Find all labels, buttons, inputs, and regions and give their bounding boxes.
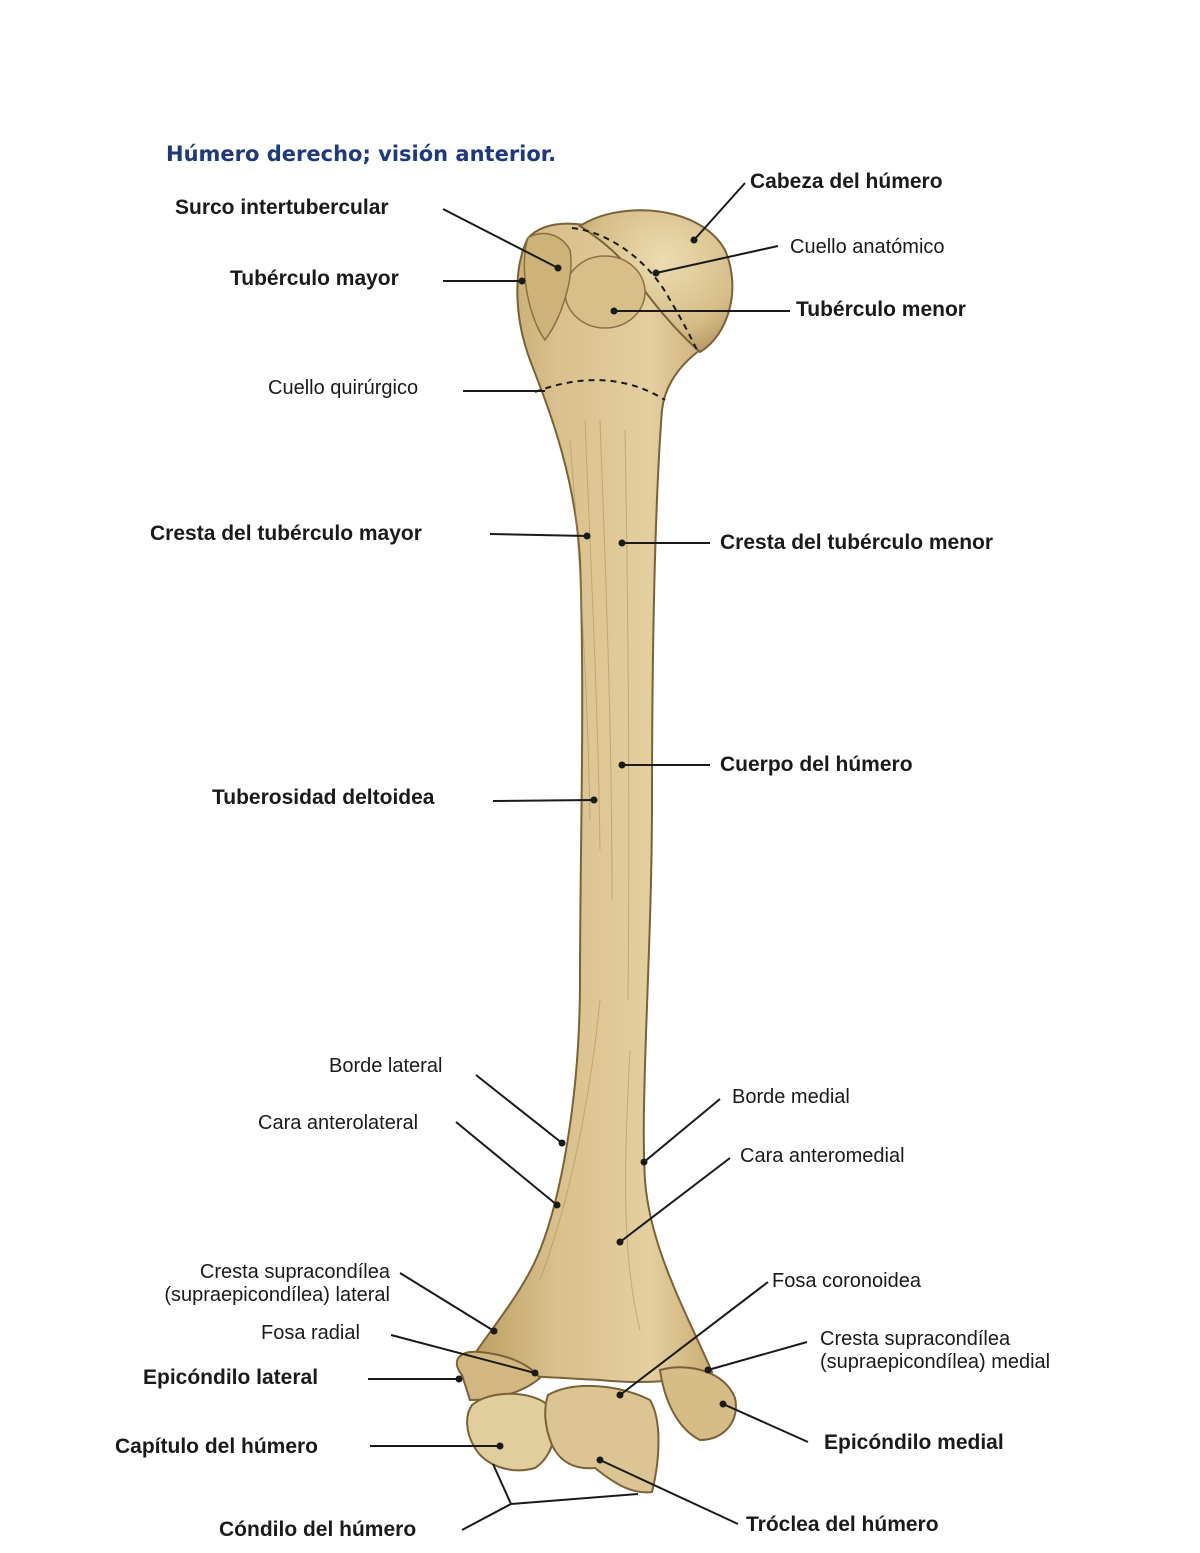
label-cresta-tuberculo-menor: Cresta del tubérculo menor — [720, 531, 994, 554]
label-cresta-supracondilea-medial: Cresta supracondílea (supraepicondílea) … — [820, 1328, 1050, 1374]
label-cresta-supracondilea-medial-line1: Cresta supracondílea — [820, 1328, 1011, 1350]
leader-lines — [368, 182, 809, 1531]
label-fosa-coronoidea: Fosa coronoidea — [772, 1270, 921, 1292]
diagram-title: Húmero derecho; visión anterior. — [166, 142, 557, 166]
greater-tubercle-shape — [523, 232, 572, 342]
label-cuello-anatomico: Cuello anatómico — [790, 236, 945, 258]
label-cresta-supracondilea-lateral-line1: Cresta supracondílea — [199, 1261, 390, 1283]
label-borde-lateral: Borde lateral — [329, 1055, 443, 1077]
label-capitulo-humero: Capítulo del húmero — [115, 1435, 319, 1458]
label-cresta-supracondilea-lateral-line2: (supraepicondílea) lateral — [164, 1284, 390, 1306]
label-troclea-humero: Tróclea del húmero — [746, 1513, 939, 1536]
label-tuberculo-menor: Tubérculo menor — [796, 298, 966, 321]
label-cuello-quirurgico: Cuello quirúrgico — [268, 377, 419, 399]
label-cara-anteromedial: Cara anteromedial — [740, 1145, 905, 1167]
trochlea-shape — [544, 1385, 660, 1494]
label-tuberculo-mayor: Tubérculo mayor — [230, 267, 399, 290]
shaft-texture — [539, 419, 641, 1331]
label-borde-medial: Borde medial — [732, 1086, 850, 1108]
medial-epicondyle-shape — [658, 1366, 737, 1442]
label-cresta-supracondilea-medial-line2: (supraepicondílea) medial — [820, 1351, 1051, 1373]
label-surco-intertubercular: Surco intertubercular — [175, 196, 389, 219]
lesser-tubercle-shape — [564, 255, 646, 329]
label-cresta-supracondilea-lateral: Cresta supracondílea (supraepicondílea) … — [128, 1261, 390, 1307]
label-cabeza-humero: Cabeza del húmero — [750, 170, 943, 193]
label-cresta-tuberculo-mayor: Cresta del tubérculo mayor — [150, 522, 422, 545]
label-epicondilo-lateral: Epicóndilo lateral — [143, 1366, 319, 1389]
label-cuerpo-humero: Cuerpo del húmero — [720, 753, 913, 776]
label-condilo-humero: Cóndilo del húmero — [219, 1518, 417, 1541]
label-fosa-radial: Fosa radial — [261, 1322, 360, 1344]
leader-dots — [455, 236, 727, 1464]
capitulum-shape — [466, 1392, 556, 1472]
anatomical-neck-line — [571, 227, 699, 353]
label-epicondilo-medial: Epicóndilo medial — [824, 1431, 1004, 1454]
label-cara-anterolateral: Cara anterolateral — [258, 1112, 419, 1134]
surgical-neck-line — [534, 379, 666, 401]
label-tuberosidad-deltoidea: Tuberosidad deltoidea — [212, 786, 435, 809]
